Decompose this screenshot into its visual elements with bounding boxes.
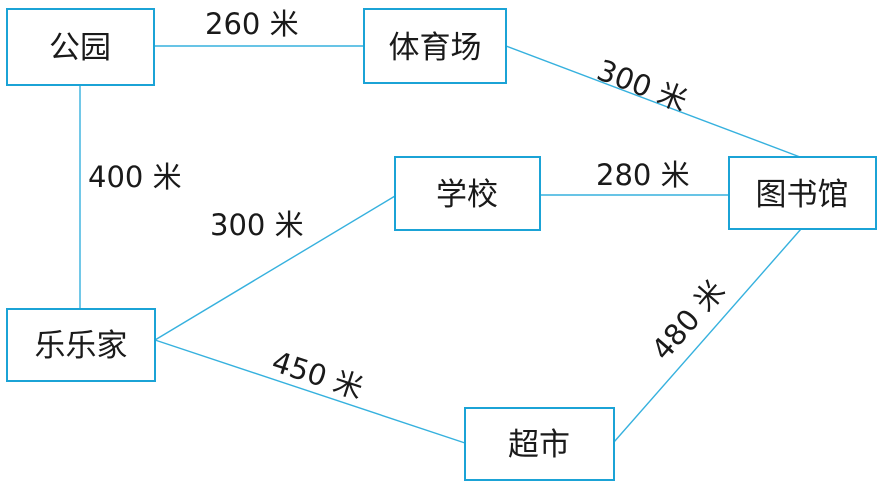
place-label-supermarket: 超市: [508, 427, 570, 463]
place-box-library: [728, 156, 877, 230]
place-park: 公园: [6, 8, 155, 86]
distance-label-supermarket-library: 480 米: [645, 274, 732, 367]
place-box-stadium: [363, 8, 507, 84]
place-label-home: 乐乐家: [35, 328, 128, 364]
route-line-home-school: [154, 195, 396, 341]
place-school: 学校: [394, 156, 541, 231]
distance-label-school-library: 280 米: [596, 158, 690, 192]
distance-label-home-supermarket: 450 米: [268, 344, 368, 405]
route-line-stadium-library: [505, 45, 801, 158]
place-label-school: 学校: [436, 177, 498, 213]
place-home: 乐乐家: [6, 308, 156, 382]
distance-label-home-school: 300 米: [210, 208, 304, 242]
place-box-supermarket: [464, 407, 615, 481]
place-label-park: 公园: [49, 30, 111, 66]
route-lines: [79, 45, 802, 444]
place-box-park: [6, 8, 155, 86]
distance-label-park-home: 400 米: [88, 160, 182, 194]
place-box-home: [6, 308, 156, 382]
place-stadium: 体育场: [363, 8, 507, 84]
route-line-supermarket-library: [613, 228, 802, 443]
place-box-school: [394, 156, 541, 231]
distance-label-stadium-library: 300 米: [592, 53, 692, 118]
place-label-stadium: 体育场: [389, 30, 482, 66]
place-supermarket: 超市: [464, 407, 615, 481]
place-label-library: 图书馆: [756, 177, 849, 213]
route-line-home-supermarket: [154, 339, 466, 444]
place-library: 图书馆: [728, 156, 877, 230]
distance-label-park-stadium: 260 米: [205, 7, 299, 41]
